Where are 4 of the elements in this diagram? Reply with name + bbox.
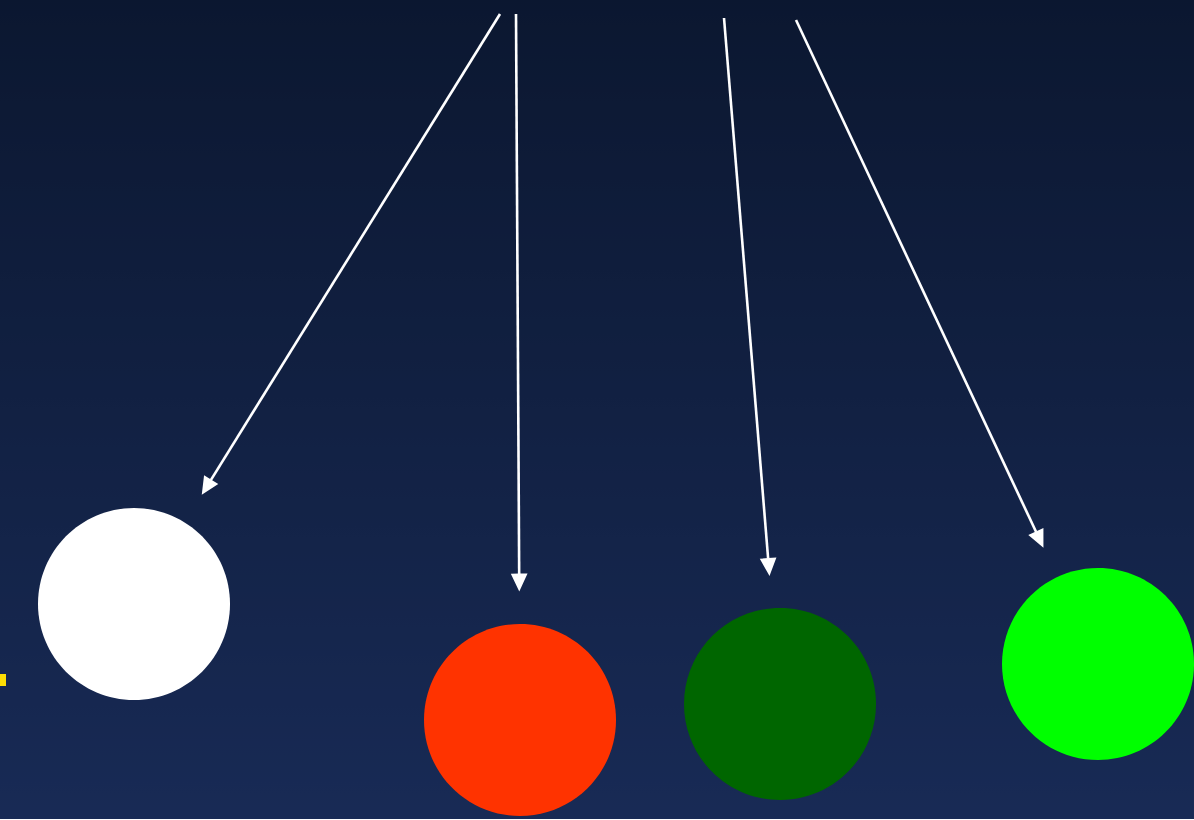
circle-node bbox=[424, 624, 616, 816]
circle-node bbox=[1002, 568, 1194, 760]
circle-node bbox=[38, 508, 230, 700]
circle-node bbox=[684, 608, 876, 800]
